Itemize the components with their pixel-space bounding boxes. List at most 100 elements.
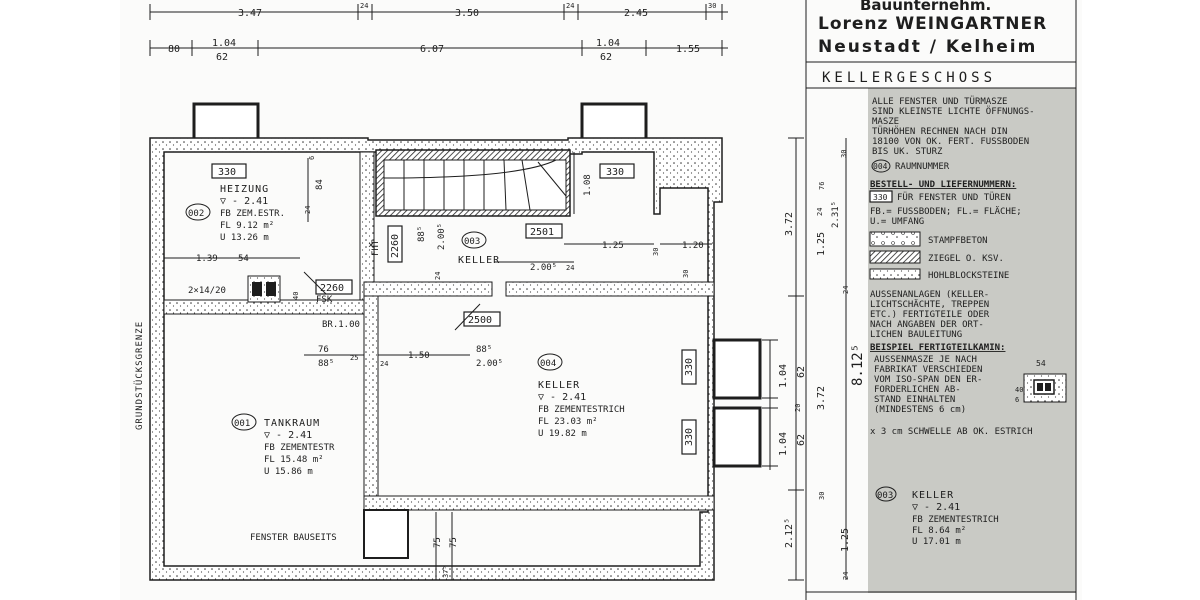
misc-labels: FHT × FSK BR.1.00 2×14/20 FENSTER BAUSEI… xyxy=(188,239,481,543)
room-level: ▽ - 2.41 xyxy=(538,392,586,403)
beispiel-line: VOM ISO-SPAN DEN ER- xyxy=(874,375,982,385)
window-tag xyxy=(681,419,697,455)
legend-label: STAMPFBETON xyxy=(928,236,988,246)
x-mark: × xyxy=(368,240,374,251)
legend-label: HOHLBLOCKSTEINE xyxy=(928,271,1009,281)
beispiel-line: FORDERLICHEN AB- xyxy=(874,385,961,395)
notes-panel: ALLE FENSTER UND TÜRMASZE SIND KLEINSTE … xyxy=(869,96,1067,437)
interior-dimensions: 84 24 6 1.39 54 40 88⁵ 2.00⁵ 24 1.08 1.2… xyxy=(164,152,712,580)
dim: 2.00⁵ xyxy=(437,223,447,250)
dim: 24 xyxy=(816,208,824,216)
kamin-example: 54 40 6 xyxy=(1015,359,1067,404)
kamin-dim: 40 xyxy=(1015,386,1023,394)
dim: 1.04 xyxy=(778,432,789,456)
dim: 30 xyxy=(652,248,660,256)
dim: 75 xyxy=(449,537,459,548)
room-perimeter: U 15.86 m xyxy=(264,467,313,477)
kamin-label: 2×14/20 xyxy=(188,286,226,296)
room-perimeter: U 19.82 m xyxy=(538,429,587,439)
window-tag-text: 330 xyxy=(606,167,624,178)
room-number: 001 xyxy=(234,419,250,429)
light-well xyxy=(192,102,260,142)
door-tag xyxy=(463,311,501,327)
dim: 30 xyxy=(818,492,826,500)
door-tag-text: 2260 xyxy=(390,234,401,258)
note-line: SIND KLEINSTE LICHTE ÖFFNUNGS- xyxy=(872,106,1035,117)
room-perimeter: U 13.26 m xyxy=(220,233,269,243)
dim: 80 xyxy=(168,44,180,55)
sheet-title: KELLERGESCHOSS xyxy=(822,70,996,86)
aussen-line: LICHTSCHÄCHTE, TREPPEN xyxy=(870,299,989,310)
legend-hohl-swatch xyxy=(869,268,921,280)
dim: 2.00⁵ xyxy=(476,359,503,369)
room-area: FL 15.48 m² xyxy=(264,455,324,465)
room-name: KELLER xyxy=(912,490,954,501)
bestell-text: FÜR FENSTER UND TÜREN xyxy=(897,192,1011,203)
room-level: ▽ - 2.41 xyxy=(264,430,312,441)
aussen-line: NACH ANGABEN DER ORT- xyxy=(870,320,984,330)
bestell-symbol-box xyxy=(869,190,893,203)
dim: 6 xyxy=(308,156,316,160)
note-line: BIS UK. STURZ xyxy=(872,147,943,157)
window-tag-text: 330 xyxy=(684,358,695,376)
dim: 1.55 xyxy=(676,44,700,55)
abbrev-line: U.= UMFANG xyxy=(870,217,924,227)
fsk-label: FSK xyxy=(316,295,333,305)
dim: 2.31⁵ xyxy=(831,201,841,228)
dim: 24 xyxy=(566,264,574,272)
light-well-right xyxy=(712,338,762,400)
partition-wall xyxy=(359,151,375,303)
light-well-right xyxy=(712,406,762,468)
staircase xyxy=(383,159,567,211)
dim: 2.45 xyxy=(624,8,648,19)
room-floor: FB ZEMENTESTRICH xyxy=(912,515,999,525)
dim: 24 xyxy=(360,2,368,10)
dim: 1.25 xyxy=(602,241,624,251)
room-number: 002 xyxy=(188,209,204,219)
room-003-label: 003 KELLER xyxy=(458,231,499,266)
beispiel-line: STAND EINHALTEN xyxy=(874,395,955,405)
room-number-label: RAUMNUMMER xyxy=(895,162,950,172)
dim: 3.50 xyxy=(455,8,479,19)
dim: 1.04 xyxy=(778,364,789,388)
dim: 1.04 xyxy=(596,38,620,49)
title-block: Bauunternehm. Lorenz WEINGARTNER Neustad… xyxy=(805,0,1077,600)
window-tag xyxy=(681,349,697,385)
dim: 1.20 xyxy=(682,241,704,251)
room-level: ▽ - 2.41 xyxy=(220,196,268,207)
door-tag-text: 2500 xyxy=(468,315,492,326)
window-bauseits xyxy=(363,509,409,559)
dim: 24 xyxy=(434,272,442,280)
dim: 24 xyxy=(304,206,312,214)
room-number: 003 xyxy=(877,491,893,501)
door-tag-text: 2260 xyxy=(320,283,344,294)
room-floor: FB ZEM.ESTR. xyxy=(220,209,285,219)
legend-stampf-swatch xyxy=(869,231,921,247)
dim: 2.12⁵ xyxy=(784,518,795,548)
door-tag-text: 2501 xyxy=(530,227,554,238)
aussen-line: AUSSENANLAGEN (KELLER- xyxy=(870,290,989,300)
note-line: TÜRHÖHEN RECHNEN NACH DIN xyxy=(872,126,1007,137)
dim: 84 xyxy=(315,179,325,190)
notes-panel-bg xyxy=(868,88,1076,593)
dim: 30 xyxy=(840,150,848,158)
partition-wall xyxy=(505,281,715,297)
dim: 24 xyxy=(566,2,574,10)
dim: 24 xyxy=(842,572,850,580)
partition-wall xyxy=(363,281,493,297)
dim: 76 xyxy=(318,345,329,355)
dim: 1.39 xyxy=(196,254,218,264)
dim: 88⁵ xyxy=(476,345,492,355)
stair-treads xyxy=(383,159,567,211)
dim: 37⁵ xyxy=(442,565,450,578)
tags: 330 330 330 330 2260 2260 2501 2500 xyxy=(211,163,697,455)
company-partial: Bauunternehm. xyxy=(860,0,991,14)
room-level: ▽ - 2.41 xyxy=(912,502,960,513)
property-line-label: GRUNDSTÜCKSGRENZE xyxy=(134,321,145,430)
room-003-notes-label: 003 KELLER ▽ - 2.41 FB ZEMENTESTRICH FL … xyxy=(875,486,999,547)
room-002-label: 002 HEIZUNG ▽ - 2.41 FB ZEM.ESTR. FL 9.1… xyxy=(185,184,285,243)
dim: 6.07 xyxy=(420,44,444,55)
room-floor: FB ZEMENTESTRICH xyxy=(538,405,625,415)
aussen-line: ETC.) FERTIGTEILE ODER xyxy=(870,310,990,320)
